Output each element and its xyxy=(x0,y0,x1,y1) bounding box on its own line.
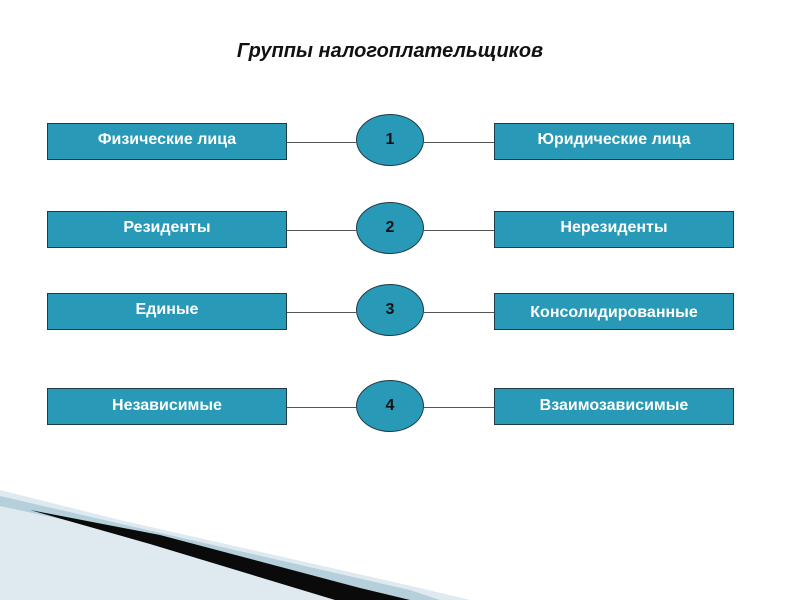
group-left-box: Физические лица xyxy=(47,123,287,160)
group-number-circle: 1 xyxy=(356,114,424,166)
group-number-circle: 2 xyxy=(356,202,424,254)
group-row-1: Физические лица 1 Юридические лица xyxy=(0,114,800,166)
connector-left xyxy=(287,142,356,143)
group-right-box: Нерезиденты xyxy=(494,211,734,248)
group-left-box: Резиденты xyxy=(47,211,287,248)
connector-right xyxy=(424,230,494,231)
group-number-circle: 3 xyxy=(356,284,424,336)
decorative-swoosh xyxy=(0,490,470,600)
group-number-circle: 4 xyxy=(356,380,424,432)
group-right-box: Юридические лица xyxy=(494,123,734,160)
page-title: Группы налогоплательщиков xyxy=(236,40,544,62)
connector-left xyxy=(287,312,356,313)
group-row-3: Единые 3 Консолидированные xyxy=(0,284,800,336)
group-right-box: Взаимозависимые xyxy=(494,388,734,425)
group-left-box: Независимые xyxy=(47,388,287,425)
group-left-box: Единые xyxy=(47,293,287,330)
swoosh-dark-stripe xyxy=(30,510,410,600)
swoosh-blue-stripe xyxy=(0,496,440,600)
swoosh-light-band xyxy=(0,490,470,600)
group-row-4: Независимые 4 Взаимозависимые xyxy=(0,380,800,432)
connector-left xyxy=(287,407,356,408)
connector-right xyxy=(424,312,494,313)
connector-right xyxy=(424,142,494,143)
group-right-box: Консолидированные xyxy=(494,293,734,330)
group-row-2: Резиденты 2 Нерезиденты xyxy=(0,202,800,254)
connector-left xyxy=(287,230,356,231)
connector-right xyxy=(424,407,494,408)
